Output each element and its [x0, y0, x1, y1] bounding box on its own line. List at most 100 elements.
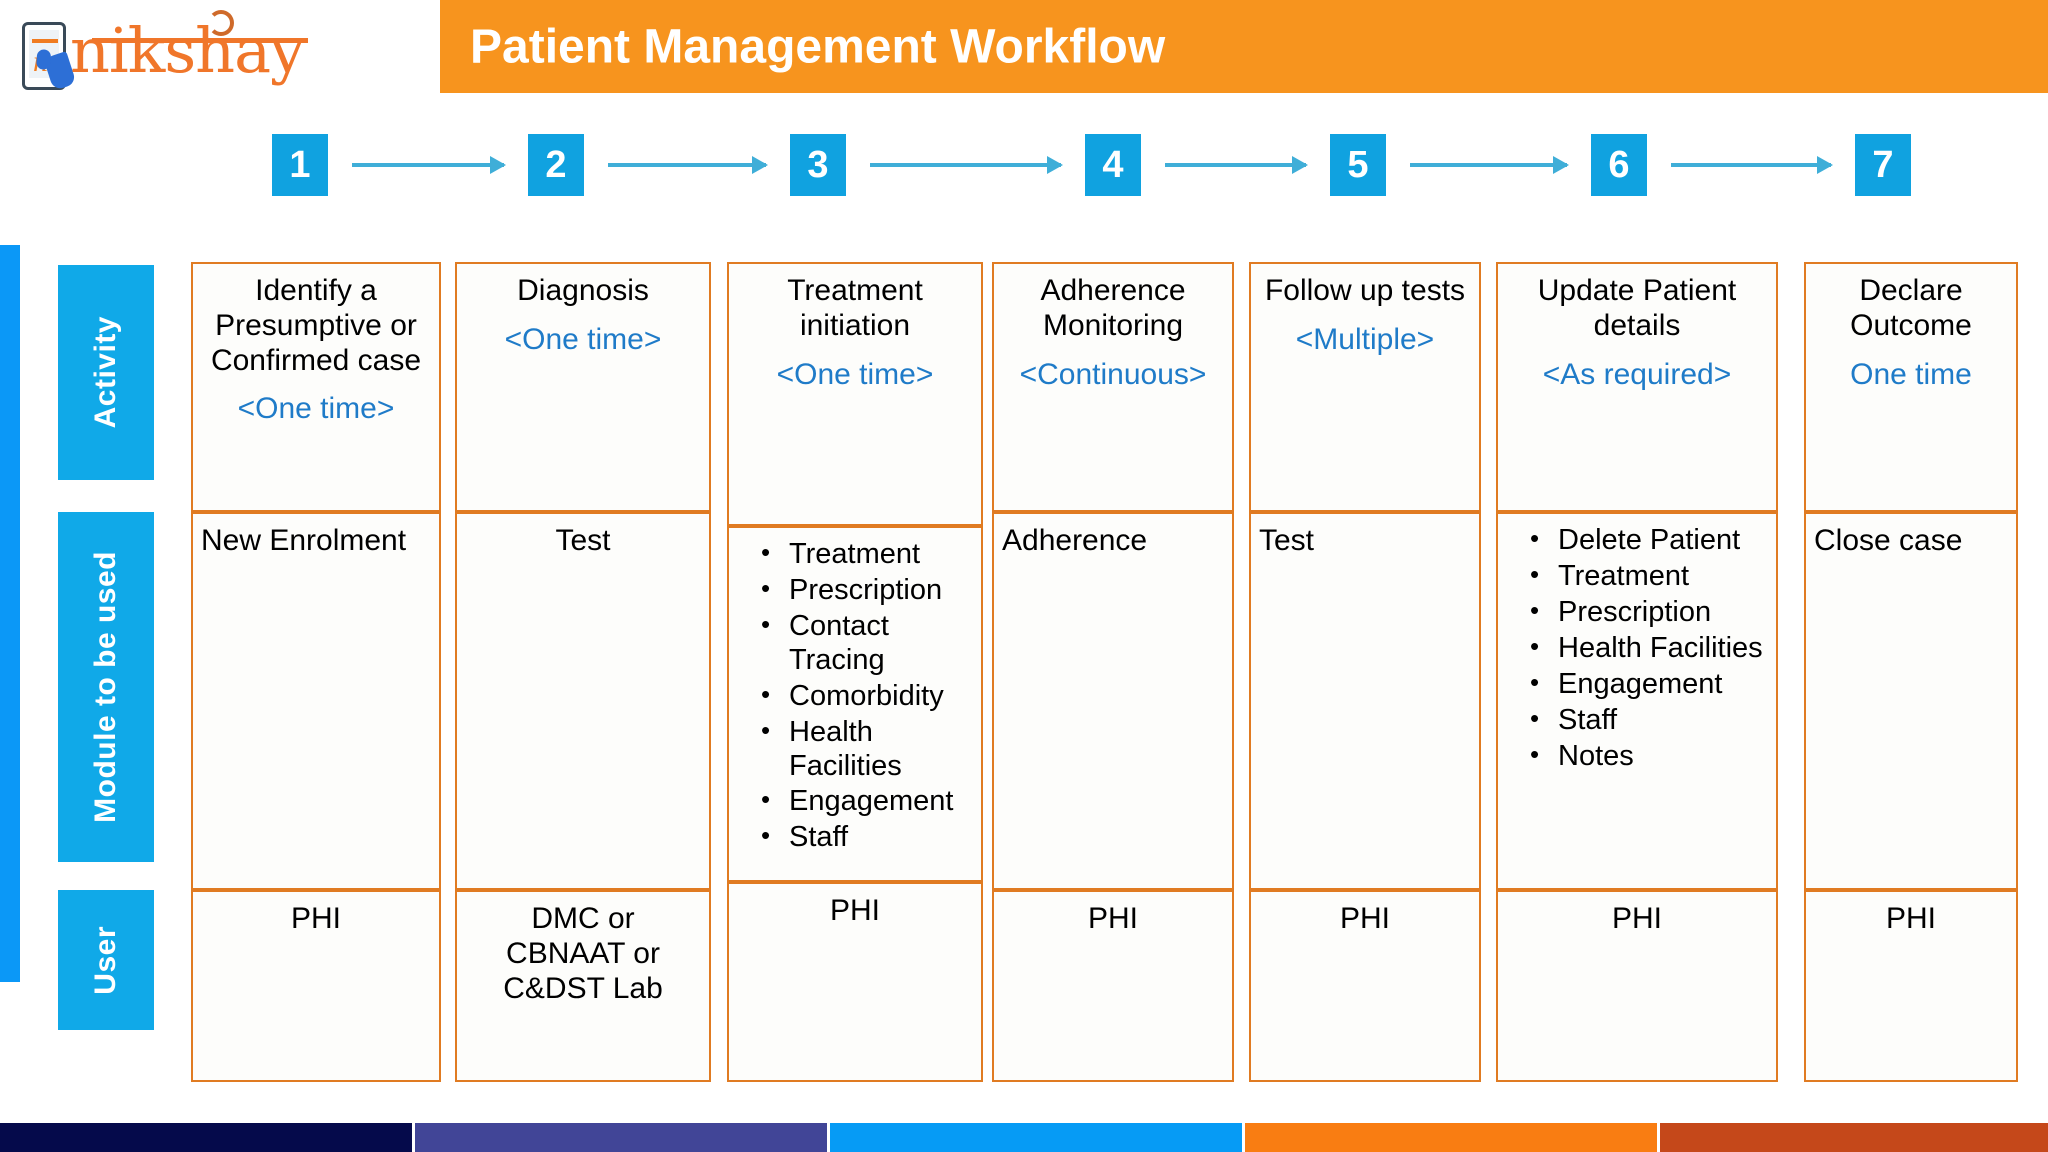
row-label-user: User [58, 890, 154, 1030]
activity-cell-2: Diagnosis<One time> [455, 262, 711, 512]
step-box-3: 3 [790, 134, 846, 196]
plain-line: PHI [1611, 902, 1662, 935]
module-bullet-list: Delete PatientTreatmentPrescriptionHealt… [1506, 523, 1768, 774]
logo-loop-accent [208, 10, 234, 36]
spacer [201, 378, 431, 392]
head-line: Update Patient [1537, 274, 1737, 307]
plain-line: PHI [1339, 902, 1390, 935]
footer-color-bars [0, 1123, 2048, 1152]
spacer [465, 309, 701, 323]
spacer [737, 344, 973, 358]
logo-shirorekha-bar [92, 38, 308, 43]
module-text: Test [555, 524, 611, 557]
spacer [1814, 344, 2008, 358]
page-title: Patient Management Workflow [470, 20, 1166, 73]
head-line: Follow up tests [1264, 274, 1466, 307]
step-arrow-2 [608, 156, 768, 174]
row-label-user-text: User [89, 925, 122, 995]
freq-line: <One time> [776, 357, 934, 391]
module-bullet-item: Health Facilities [1528, 631, 1768, 666]
step-number: 1 [289, 143, 311, 186]
left-accent-bar [0, 245, 20, 982]
row-label-module-text: Module to be used [89, 551, 122, 823]
step-number: 7 [1872, 143, 1894, 186]
head-line: Outcome [1850, 308, 1972, 342]
footer-bar-1 [0, 1123, 412, 1152]
head-line: Confirmed case [210, 343, 422, 377]
activity-cell-5: Follow up tests <Multiple> [1249, 262, 1481, 512]
footer-bar-5 [1660, 1123, 2048, 1152]
spacer [1259, 309, 1471, 323]
step-number: 2 [545, 143, 567, 186]
user-cell-7: PHI [1804, 890, 2018, 1082]
module-bullet-item: Prescription [759, 573, 973, 608]
step-box-1: 1 [272, 134, 328, 196]
user-cell-1: PHI [191, 890, 441, 1082]
tablet-screen-line [32, 39, 58, 43]
plain-line: PHI [829, 894, 880, 927]
head-line: Declare [1859, 274, 1963, 307]
plain-line: DMC or [531, 902, 635, 935]
footer-bar-4 [1245, 1123, 1657, 1152]
module-bullet-item: Staff [759, 820, 973, 855]
plain-line: C&DST Lab [503, 971, 663, 1005]
nikshay-logo: n nikshay [18, 8, 338, 100]
module-bullet-item: Comorbidity [759, 679, 973, 714]
module-bullet-item: Prescription [1528, 595, 1768, 630]
step-box-4: 4 [1085, 134, 1141, 196]
module-cell-6: Delete PatientTreatmentPrescriptionHealt… [1496, 512, 1778, 890]
user-cell-5: PHI [1249, 890, 1481, 1082]
module-text: Test [1259, 524, 1315, 557]
module-bullet-list: TreatmentPrescriptionContact TracingComo… [737, 537, 973, 855]
title-bar: Patient Management Workflow [440, 0, 2048, 93]
module-cell-7: Close case [1804, 512, 2018, 890]
footer-bar-2 [415, 1123, 827, 1152]
module-bullet-item: Engagement [759, 784, 973, 819]
user-cell-3: PHI [727, 882, 983, 1082]
module-bullet-item: Notes [1528, 739, 1768, 774]
footer-bar-3 [830, 1123, 1242, 1152]
row-label-activity: Activity [58, 265, 154, 480]
spacer [1506, 344, 1768, 358]
step-arrow-1 [352, 156, 506, 174]
head-line: initiation [799, 308, 911, 342]
head-line: Identify a [255, 274, 377, 307]
head-line: Treatment [787, 274, 923, 307]
freq-line: <Continuous> [1019, 357, 1207, 391]
module-cell-4: Adherence [992, 512, 1234, 890]
step-number: 4 [1102, 143, 1124, 186]
module-bullet-item: Contact Tracing [759, 609, 973, 678]
module-cell-3: TreatmentPrescriptionContact TracingComo… [727, 526, 983, 882]
row-label-activity-text: Activity [89, 316, 122, 429]
step-arrow-5 [1410, 156, 1569, 174]
module-bullet-item: Staff [1528, 703, 1768, 738]
step-box-5: 5 [1330, 134, 1386, 196]
module-bullet-item: Treatment [759, 537, 973, 572]
step-arrow-4 [1165, 156, 1308, 174]
user-cell-6: PHI [1496, 890, 1778, 1082]
step-sequence: 1 2 3 4 5 6 7 [0, 134, 2048, 200]
module-cell-1: New Enrolment [191, 512, 441, 890]
freq-line: One time [1850, 357, 1972, 391]
freq-line: <As required> [1542, 357, 1732, 391]
freq-line: <Multiple> [1295, 322, 1435, 356]
plain-line: PHI [1885, 902, 1936, 935]
module-text: Adherence [1002, 524, 1148, 557]
spacer [1002, 344, 1224, 358]
module-bullet-item: Delete Patient [1528, 523, 1768, 558]
head-line: Adherence [1040, 274, 1186, 307]
module-text: New Enrolment [201, 524, 407, 557]
logo-wordmark: nikshay [70, 14, 305, 87]
step-arrow-3 [870, 156, 1063, 174]
step-box-6: 6 [1591, 134, 1647, 196]
freq-line: <One time> [237, 392, 395, 426]
head-line: Presumptive or [215, 308, 417, 342]
module-text: Close case [1814, 524, 1963, 557]
step-box-7: 7 [1855, 134, 1911, 196]
plain-line: CBNAAT or [506, 936, 660, 970]
